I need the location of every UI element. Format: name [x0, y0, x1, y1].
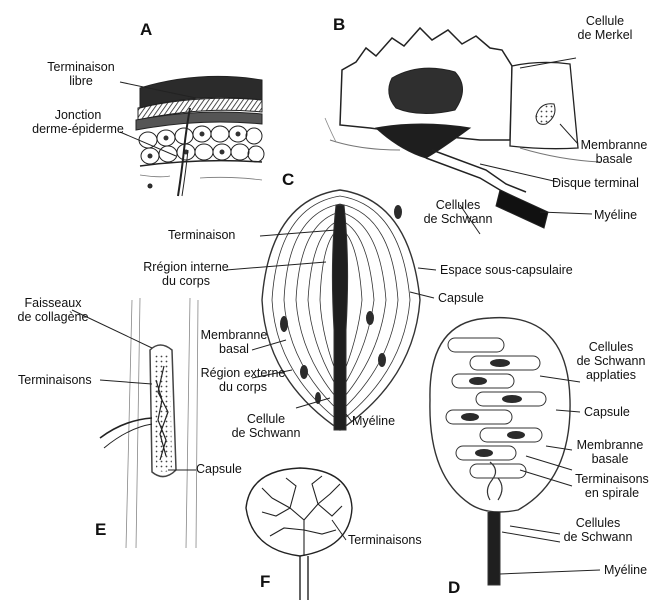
panel-d-label-schwann: Cellules de Schwann — [556, 516, 640, 544]
panel-a-drawing — [136, 76, 264, 196]
panel-b-label-schwann: Cellules de Schwann — [416, 198, 500, 226]
panel-a-label-free-ending-line2: libre — [26, 74, 136, 88]
panel-c-label-basal: Membranne basal — [194, 328, 274, 356]
panel-b-label-myelin: Myéline — [594, 208, 637, 222]
panel-c-label-basal-line1: Membranne — [194, 328, 274, 342]
panel-c-label-ending: Terminaison — [168, 228, 235, 242]
panel-c-label-inner: Rrégion interne du corps — [130, 260, 242, 288]
panel-e-drawing — [100, 298, 198, 548]
panel-c-label-subcapsular: Espace sous-capsulaire — [440, 263, 573, 277]
panel-d-label-spiral-line2: en spirale — [568, 486, 656, 500]
panel-d-label-myelin: Myéline — [604, 563, 647, 577]
panel-b-label-merkel-line2: de Merkel — [560, 28, 650, 42]
panel-c-label-outer-line1: Région externe — [188, 366, 298, 380]
panel-b-label-merkel-line1: Cellule — [560, 14, 650, 28]
panel-e-label-collagen: Faisseaux de collagène — [8, 296, 98, 324]
panel-d-label-flat-schwann-line1: Cellules — [568, 340, 654, 354]
panel-c-drawing — [262, 190, 420, 430]
panel-e-label-capsule: Capsule — [196, 462, 242, 476]
panel-d-label-basal-line1: Membranne — [568, 438, 652, 452]
panel-d-label-flat-schwann: Cellules de Schwann applaties — [568, 340, 654, 382]
panel-d-drawing — [430, 318, 570, 585]
panel-c-label-schwann-line2: de Schwann — [226, 426, 306, 440]
panel-c-letter: C — [282, 170, 294, 190]
panel-e-label-endings: Terminaisons — [18, 373, 92, 387]
panel-c-label-capsule: Capsule — [438, 291, 484, 305]
panel-d-letter: D — [448, 578, 460, 598]
panel-d-label-schwann-line1: Cellules — [556, 516, 640, 530]
panel-d-label-spiral-line1: Terminaisons — [568, 472, 656, 486]
panel-c-label-inner-line2: du corps — [130, 274, 242, 288]
panel-d-label-basal-line2: basale — [568, 452, 652, 466]
panel-a-letter: A — [140, 20, 152, 40]
panel-d-label-capsule: Capsule — [584, 405, 630, 419]
panel-b-label-merkel: Cellule de Merkel — [560, 14, 650, 42]
panel-a-label-free-ending: Terminaison libre — [26, 60, 136, 88]
panel-e-label-collagen-line1: Faisseaux — [8, 296, 98, 310]
panel-d-label-schwann-line2: de Schwann — [556, 530, 640, 544]
panel-c-label-inner-line1: Rrégion interne — [130, 260, 242, 274]
panel-d-label-spiral: Terminaisons en spirale — [568, 472, 656, 500]
panel-b-label-basal-line1: Membranne — [572, 138, 656, 152]
panel-b-label-basal: Membranne basale — [572, 138, 656, 166]
panel-c-label-basal-line2: basal — [194, 342, 274, 356]
panel-c-label-schwann-line1: Cellule — [226, 412, 306, 426]
panel-d-label-basal: Membranne basale — [568, 438, 652, 466]
panel-d-label-flat-schwann-line3: applaties — [568, 368, 654, 382]
panel-c-label-outer: Région externe du corps — [188, 366, 298, 394]
panel-b-label-schwann-line2: de Schwann — [416, 212, 500, 226]
panel-a-label-junction: Jonction derme-épiderme — [18, 108, 138, 136]
panel-d-label-flat-schwann-line2: de Schwann — [568, 354, 654, 368]
panel-b-letter: B — [333, 15, 345, 35]
panel-b-label-disc: Disque terminal — [552, 176, 639, 190]
panel-f-label-endings: Terminaisons — [348, 533, 422, 547]
panel-b-label-schwann-line1: Cellules — [416, 198, 500, 212]
panel-c-label-myelin: Myéline — [352, 414, 395, 428]
panel-b-label-basal-line2: basale — [572, 152, 656, 166]
panel-f-letter: F — [260, 572, 270, 592]
panel-c-label-outer-line2: du corps — [188, 380, 298, 394]
panel-a-label-junction-line2: derme-épiderme — [18, 122, 138, 136]
panel-a-label-free-ending-line1: Terminaison — [26, 60, 136, 74]
panel-e-letter: E — [95, 520, 106, 540]
panel-a-label-junction-line1: Jonction — [18, 108, 138, 122]
panel-e-label-collagen-line2: de collagène — [8, 310, 98, 324]
panel-c-label-schwann: Cellule de Schwann — [226, 412, 306, 440]
